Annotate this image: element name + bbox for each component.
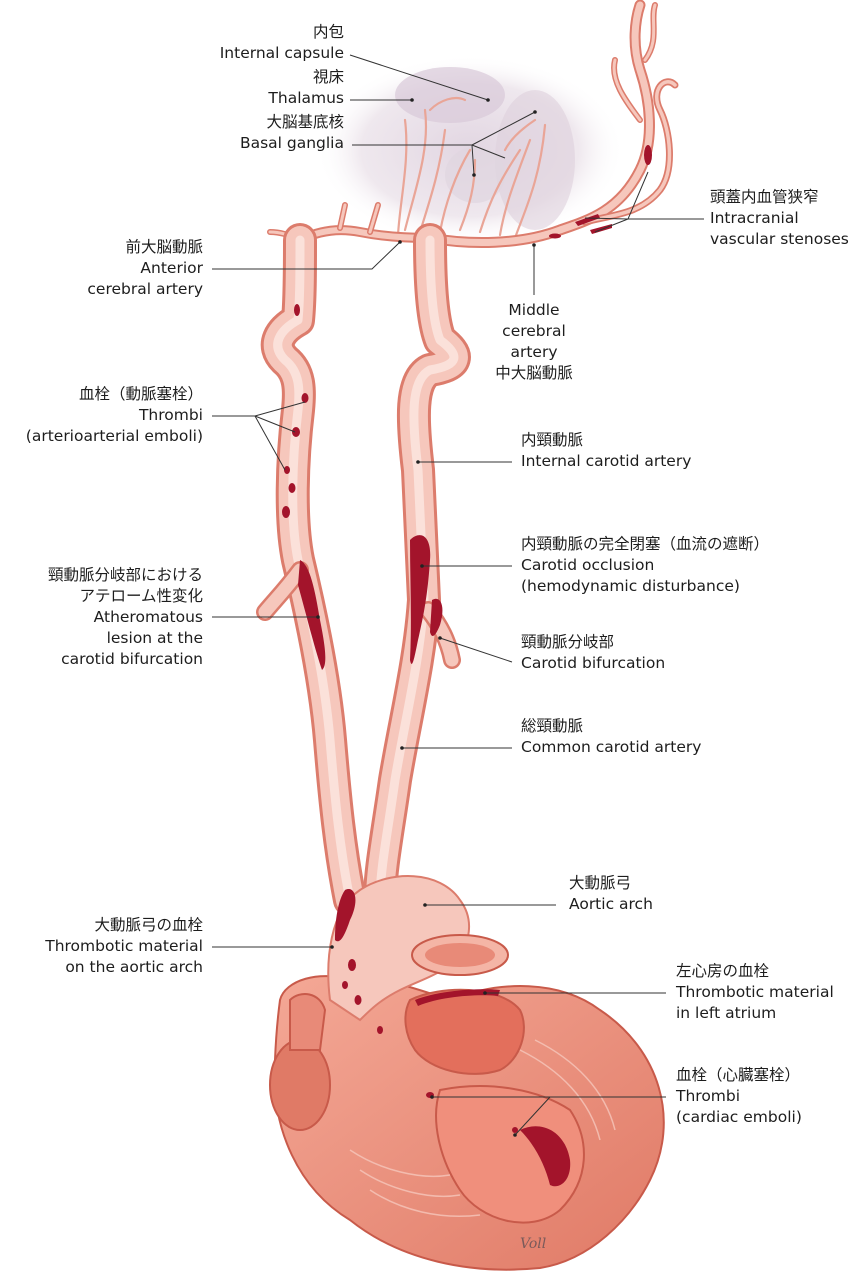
label-intracranial-stenoses: 頭蓋内血管狭窄 Intracranial vascular stenoses [710, 188, 849, 248]
label-common-carotid-artery: 総頸動脈 Common carotid artery [521, 717, 702, 756]
perforating-arteries [396, 96, 547, 240]
artist-signature: Voll [520, 1236, 547, 1252]
label-thrombi-cardiac: 血栓（心臓塞栓） Thrombi (cardiac emboli) [676, 1066, 802, 1126]
label-basal-ganglia: 大脳基底核 Basal ganglia [239, 113, 344, 152]
cardiac-thrombi [335, 889, 571, 1187]
label-aortic-arch: 大動脈弓 Aortic arch [569, 874, 653, 913]
label-thrombi-arterioarterial: 血栓（動脈塞栓） Thrombi (arterioarterial emboli… [25, 385, 203, 445]
label-thrombotic-left-atrium: 左心房の血栓 Thrombotic material in left atriu… [676, 962, 834, 1022]
label-middle-cerebral-artery: Middle cerebral artery 中大脳動脈 [495, 301, 573, 382]
right-carotid-artery [363, 223, 471, 917]
label-carotid-occlusion: 内頸動脈の完全閉塞（血流の遮断） Carotid occlusion (hemo… [521, 535, 770, 595]
label-atheromatous-lesion: 頸動脈分岐部における アテローム性変化 Atheromatous lesion … [47, 566, 203, 668]
label-thrombotic-aortic-arch: 大動脈弓の血栓 Thrombotic material on the aorti… [45, 916, 203, 976]
label-carotid-bifurcation: 頸動脈分岐部 Carotid bifurcation [521, 633, 666, 672]
cerebral-arteries [267, 0, 679, 249]
label-thalamus: 視床 Thalamus [268, 68, 344, 107]
heart [269, 875, 665, 1271]
label-internal-capsule: 内包 Internal capsule [219, 23, 344, 62]
leader-lines [212, 54, 704, 1136]
leader-dots [316, 98, 537, 1137]
carotid-thrombi [282, 304, 443, 670]
label-anterior-cerebral-artery: 前大脳動脈 Anterior cerebral artery [87, 238, 203, 298]
label-internal-carotid-artery: 内頸動脈 Internal carotid artery [521, 431, 692, 470]
